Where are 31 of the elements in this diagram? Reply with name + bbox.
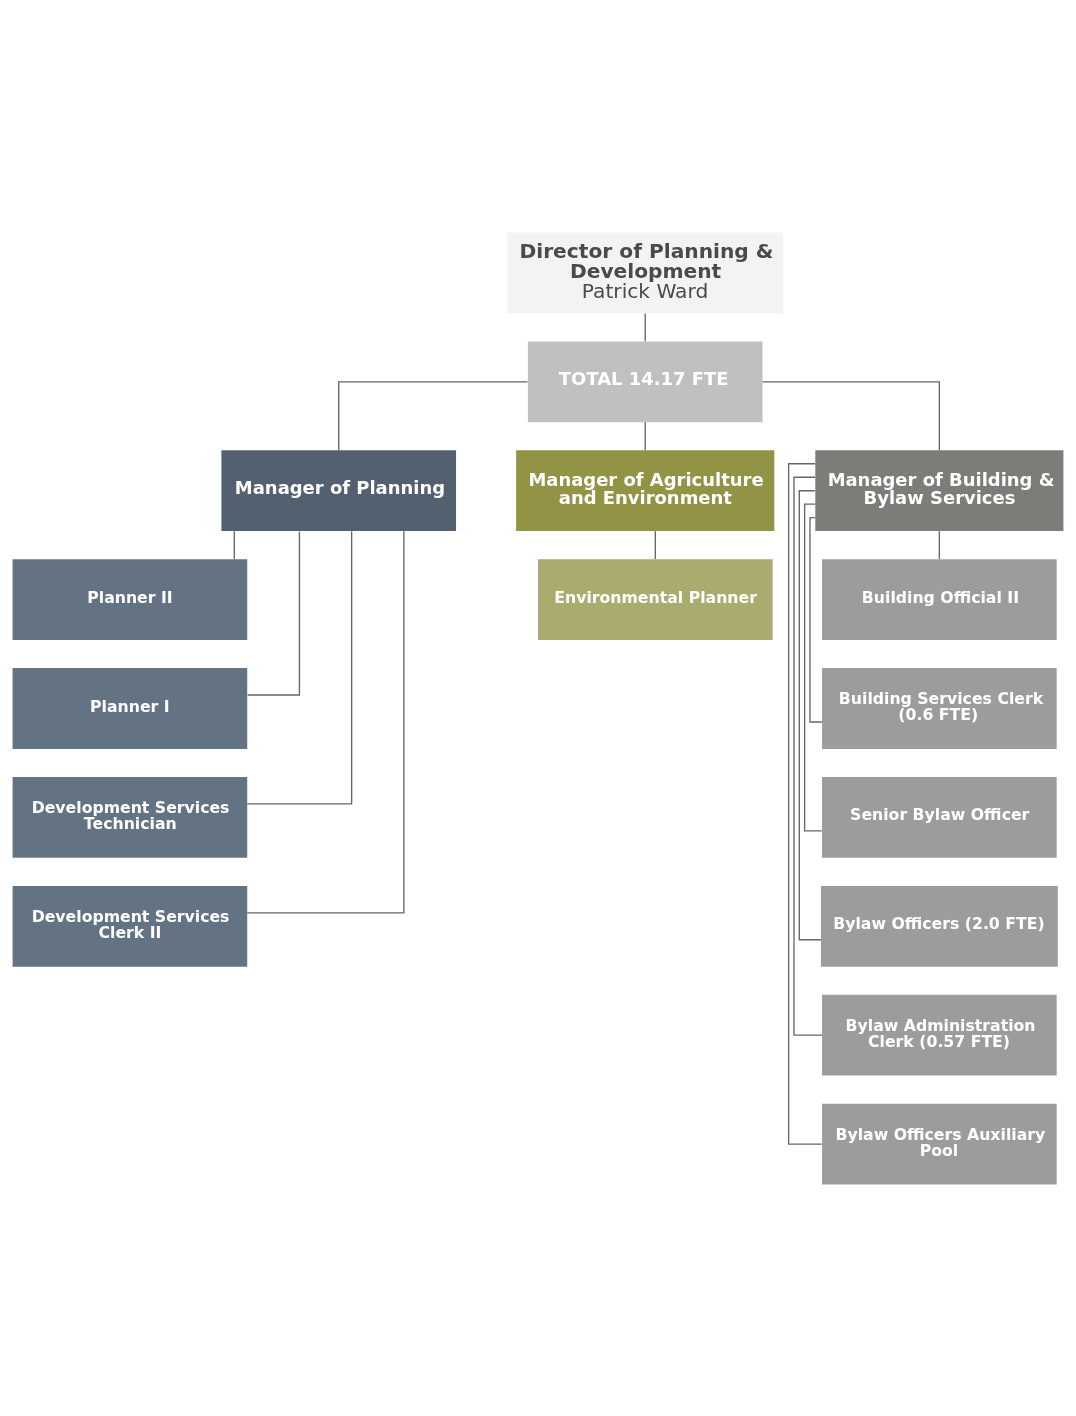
connector [338,380,529,451]
connector [938,530,941,560]
connector [246,530,301,696]
connector [787,462,823,1145]
connector [644,312,646,342]
node-box: Building Services Clerk (0.6 FTE) [822,667,1057,749]
connector [762,380,941,451]
node-box: Planner II [12,558,248,640]
connector [793,476,823,1036]
connector [246,530,353,805]
connector [798,489,822,940]
node-box: Manager of Agriculture and Environment [516,449,775,531]
connector [654,530,656,560]
node-box: Environmental Planner [538,558,773,640]
node-box: Manager of Planning [221,449,457,531]
node-box: Senior Bylaw Officer [822,776,1057,858]
node-box: TOTAL 14.17 FTE [527,340,763,422]
connector [246,530,405,913]
node-box: Bylaw Officers Auxiliary Pool [822,1103,1057,1184]
connector [644,421,646,451]
node-box: Manager of Building & Bylaw Services [815,449,1064,531]
connector [803,503,823,832]
node-box: Development Services Technician [12,776,248,858]
node-box: Development Services Clerk II [12,885,248,967]
node-box: Bylaw Administration Clerk (0.57 FTE) [822,994,1057,1076]
connector [233,530,235,560]
node-box: Planner I [12,667,248,749]
node-box: Director of Planning & Development Patrick Ward [507,232,784,313]
node-box: Bylaw Officers (2.0 FTE) [820,885,1058,967]
node-box: Building Official II [822,558,1057,640]
connector [809,516,823,723]
